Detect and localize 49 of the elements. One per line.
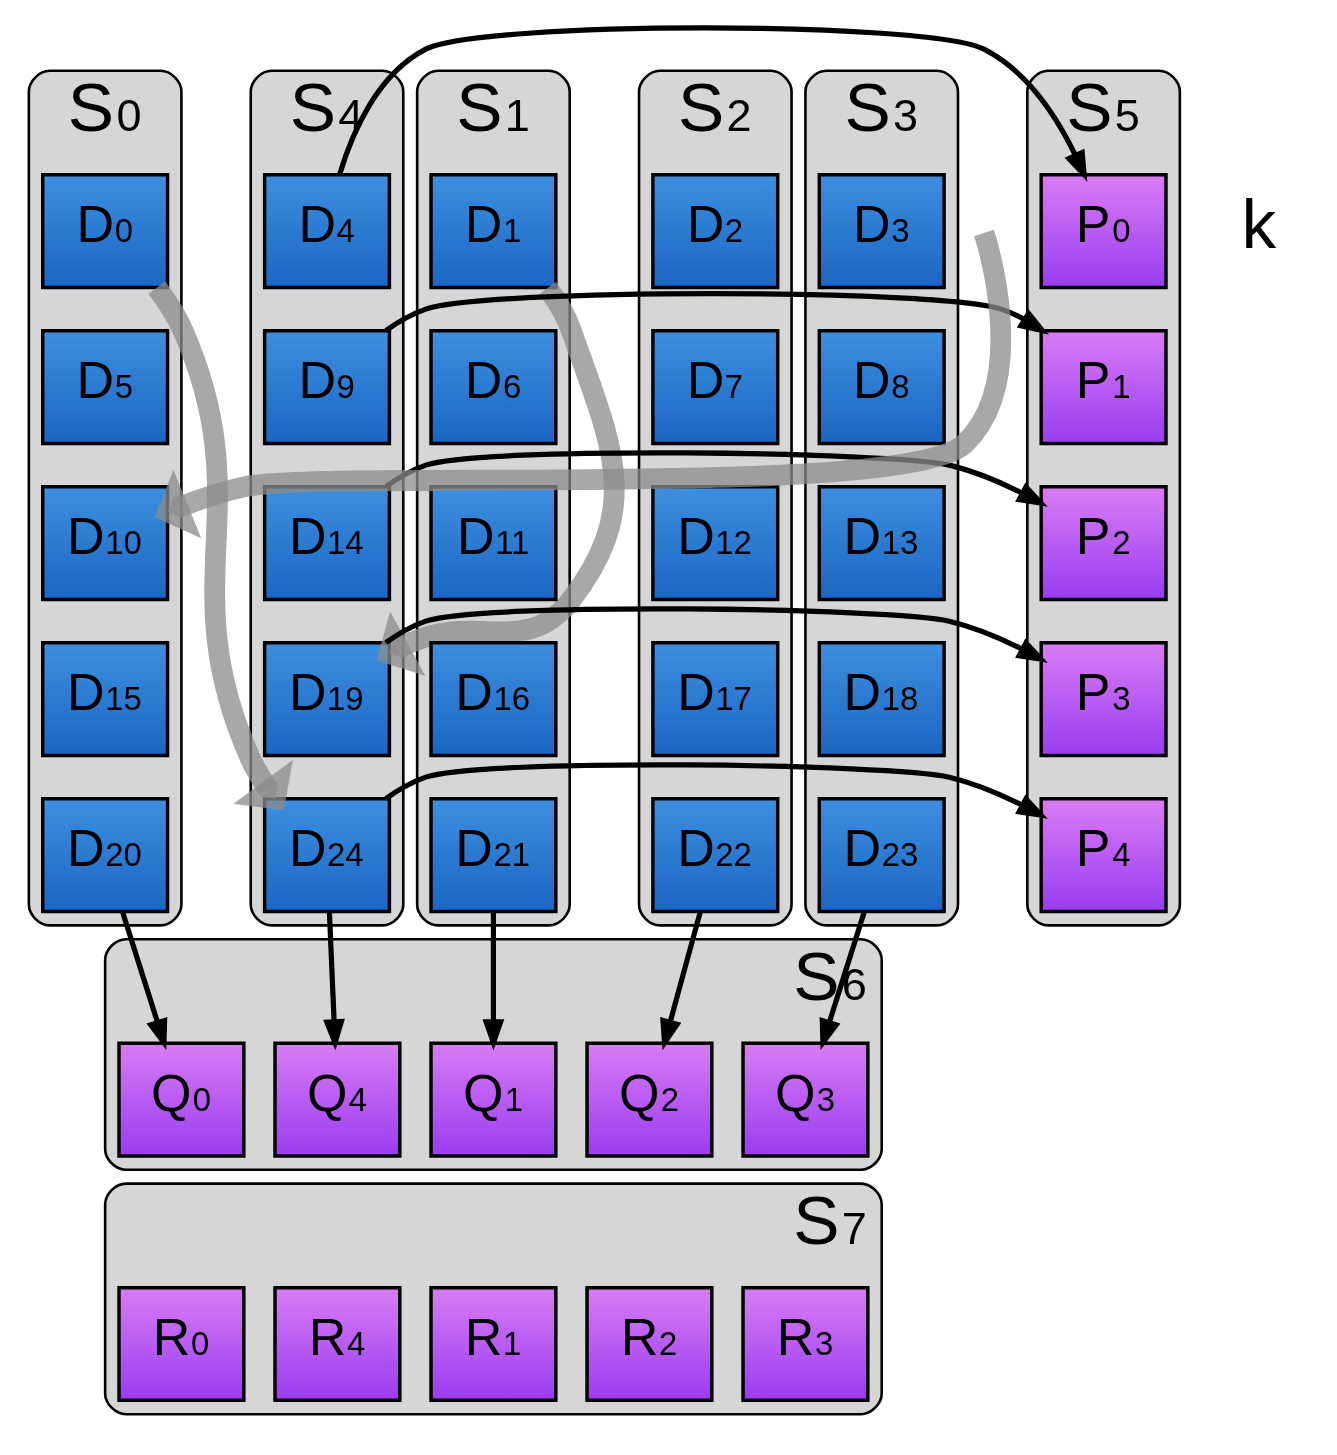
node-box: Q3 — [741, 1041, 870, 1158]
arrow — [819, 910, 867, 1050]
node-box: D2 — [651, 172, 780, 289]
node-box: D1 — [429, 172, 558, 289]
node-box: R2 — [585, 1285, 714, 1402]
node-box: P0 — [1039, 172, 1168, 289]
arrow — [119, 910, 168, 1050]
node-box: R0 — [117, 1285, 246, 1402]
node-box: D15 — [41, 640, 170, 757]
node-box: P3 — [1039, 640, 1168, 757]
node-box: D17 — [651, 640, 780, 757]
node-box: D21 — [429, 796, 558, 913]
node-box: D24 — [262, 796, 392, 913]
arrow — [154, 229, 1012, 538]
arrow — [337, 24, 1088, 182]
node-box: D4 — [262, 172, 392, 289]
arrow — [482, 911, 505, 1050]
arrow — [148, 280, 293, 810]
node-box: D18 — [817, 640, 946, 757]
node-box: P1 — [1039, 328, 1168, 445]
label: k — [1241, 184, 1277, 263]
node-box: D19 — [262, 640, 392, 757]
node-box: D5 — [41, 328, 170, 445]
node-box: D13 — [817, 484, 946, 601]
node-box: D10 — [41, 484, 170, 601]
node-box: R4 — [273, 1285, 402, 1402]
node-box: D12 — [651, 484, 780, 601]
arrow — [660, 910, 703, 1050]
node-box: R3 — [741, 1285, 870, 1402]
node-box: D6 — [429, 328, 558, 445]
node-box: Q4 — [273, 1041, 402, 1158]
node-box: P4 — [1039, 796, 1168, 913]
node-box: D9 — [262, 328, 392, 445]
arrow — [384, 605, 1048, 663]
arrow — [323, 910, 345, 1050]
node-box: D20 — [41, 796, 170, 913]
node-box: Q2 — [585, 1041, 714, 1158]
node-box: D16 — [429, 640, 558, 757]
node-box: D8 — [817, 328, 946, 445]
node-box: P2 — [1039, 484, 1168, 601]
node-box: D3 — [817, 172, 946, 289]
node-box: Q0 — [117, 1041, 246, 1158]
node-box: D23 — [817, 796, 946, 913]
arrow — [376, 281, 625, 676]
node-box: D0 — [41, 172, 170, 289]
node-box: Q1 — [429, 1041, 558, 1158]
node-box: D22 — [651, 796, 780, 913]
node-box: R1 — [429, 1285, 558, 1402]
node-box: D7 — [651, 328, 780, 445]
